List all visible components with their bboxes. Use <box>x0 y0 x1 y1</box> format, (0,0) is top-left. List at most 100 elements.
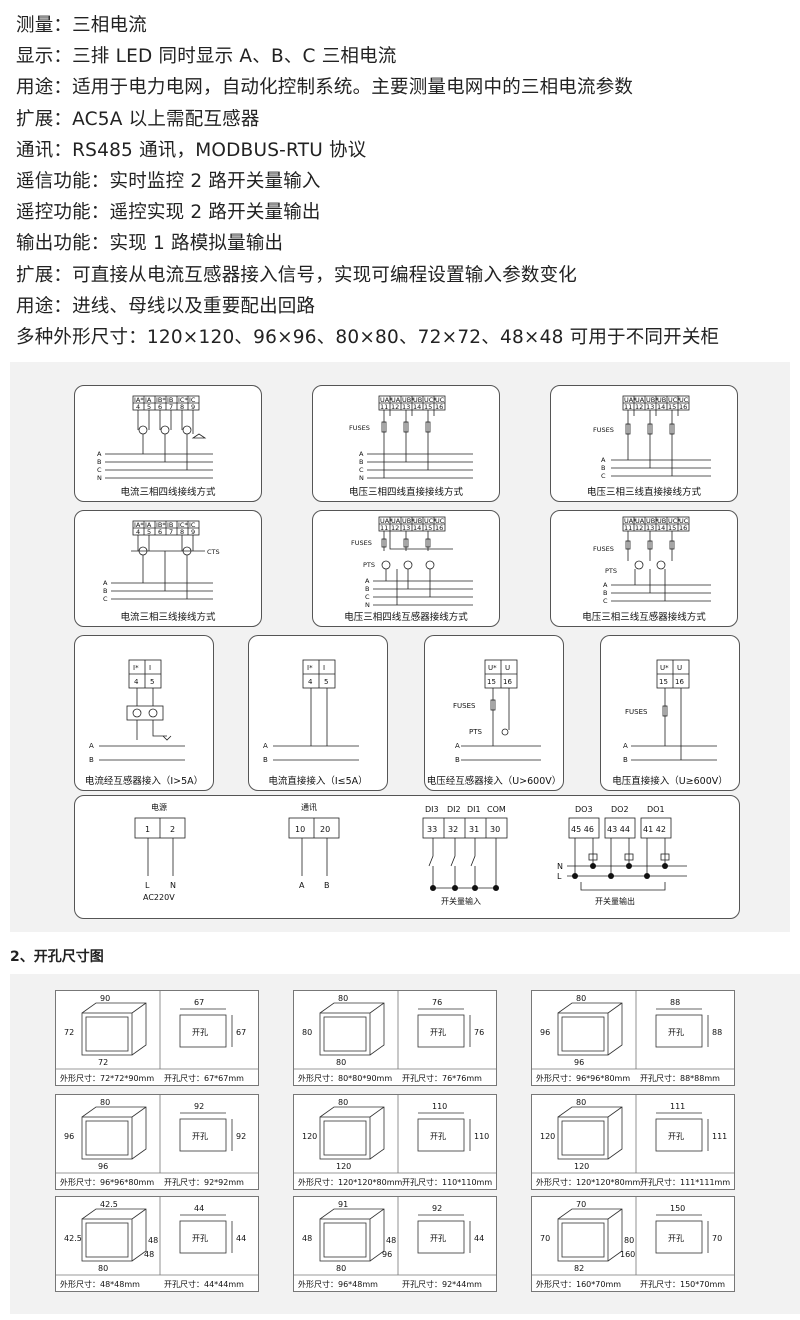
card-caption: 电流三相三线接线方式 <box>120 612 216 623</box>
card-caption: 电压三相三线直接接线方式 <box>586 487 701 498</box>
phase-label: A <box>89 742 94 750</box>
phase-label: B <box>263 756 268 764</box>
di-head: DI2 <box>447 805 461 814</box>
fuses-label: FUSES <box>349 424 370 432</box>
terminal-num: 4 <box>308 678 313 686</box>
terminal-num: 15 <box>668 403 676 411</box>
terminal-num: 15 <box>659 678 668 686</box>
width-label: 82 <box>574 1264 584 1273</box>
spec-line: 测量：三相电流 <box>16 15 147 36</box>
terminal-head: IC* <box>178 396 188 404</box>
extra-dim: 80 <box>624 1236 634 1245</box>
terminal-head: I <box>149 664 151 672</box>
phase-label: A <box>365 577 370 585</box>
terminal-num: 15 <box>424 524 432 532</box>
wiring-card: U* U 15 16 FUSES A B 电压直接接入（U≥600V） <box>600 635 740 791</box>
terminal-head: UB <box>413 517 422 525</box>
cutout-size: 开孔尺寸：88*88mm <box>640 1073 720 1083</box>
width-label: 80 <box>336 1264 346 1273</box>
terminal-head: UB* <box>402 517 415 525</box>
cutout-label: 开孔 <box>430 1132 446 1141</box>
power-term: 1 <box>145 825 150 834</box>
card-caption: 电压直接接入（U≥600V） <box>612 776 728 787</box>
wiring-diagram: UA* UA UB* UB UC* UC 11 12 13 14 15 16 F… <box>351 516 473 609</box>
terminal-head: UB <box>657 517 666 525</box>
extra-dim: 48 <box>144 1250 154 1259</box>
terminal-num: 14 <box>413 403 421 411</box>
wiring-diagram: IA* IA IB* IB IC* IC 4 5 6 7 8 9 CTS A B… <box>103 520 220 603</box>
terminal-head: IB <box>167 521 173 529</box>
cutout-height: 44 <box>474 1234 484 1243</box>
terminal-head: IA <box>145 396 152 404</box>
phase-label: B <box>603 589 607 597</box>
wiring-diagram: IA* IA IB* IB IC* IC 4 5 6 7 8 9 A B C N <box>97 395 213 482</box>
phase-label: B <box>89 756 94 764</box>
card-caption: 电流直接接入（I≤5A） <box>268 776 368 787</box>
pts-label: PTS <box>605 567 617 575</box>
terminal-head: UA <box>391 396 401 404</box>
phase-label: B <box>455 756 460 764</box>
phase-label: B <box>365 585 369 593</box>
overall-size: 外形尺寸：96*96*80mm <box>536 1073 630 1083</box>
cutout-height: 76 <box>474 1028 484 1037</box>
terminal-num: 9 <box>191 403 195 411</box>
phase-label: B <box>359 458 363 466</box>
phase-label: B <box>623 756 628 764</box>
section-title: 2、开孔尺寸图 <box>10 949 104 965</box>
terminal-head: UB* <box>646 517 659 525</box>
overall-size: 外形尺寸：96*48mm <box>298 1279 378 1289</box>
cutout-label: 开孔 <box>430 1234 446 1243</box>
overall-size: 外形尺寸：72*72*90mm <box>60 1073 154 1083</box>
depth-label: 90 <box>100 994 110 1003</box>
pts-label: PTS <box>469 728 482 736</box>
terminal-head: IA <box>145 521 152 529</box>
cutout-height: 67 <box>236 1028 246 1037</box>
card-caption: 电压三相四线直接接线方式 <box>348 487 463 498</box>
terminal-head: U* <box>660 664 669 672</box>
spec-line: 用途：进线、母线以及重要配出回路 <box>16 295 316 317</box>
terminal-head: UA* <box>624 517 637 525</box>
cutout-height: 70 <box>712 1234 722 1243</box>
height-label: 42.5 <box>64 1234 82 1243</box>
cutout-size: 开孔尺寸：92*44mm <box>402 1279 482 1289</box>
terminal-head: UA* <box>380 396 393 404</box>
cutout-height: 110 <box>474 1132 489 1141</box>
phase-label: A <box>603 581 608 589</box>
cutout-width: 92 <box>432 1204 442 1213</box>
depth-label: 80 <box>100 1098 110 1107</box>
wiring-card: UA* UA UB* UB UC* UC 11 12 13 14 15 16 F… <box>312 510 500 627</box>
fuses-label: FUSES <box>625 708 648 716</box>
terminal-num: 16 <box>435 403 443 411</box>
di-head: DI1 <box>467 805 481 814</box>
depth-label: 80 <box>338 994 348 1003</box>
terminal-head: UC* <box>424 396 437 404</box>
card-caption: 电压经互感器接入（U>600V） <box>426 776 562 787</box>
cutout-size: 开孔尺寸：67*67mm <box>164 1073 244 1083</box>
terminal-head: I <box>323 664 325 672</box>
cutout-height: 92 <box>236 1132 246 1141</box>
phase-label: A <box>103 579 108 587</box>
terminal-num: 13 <box>646 403 654 411</box>
fuses-label: FUSES <box>351 539 372 547</box>
comm-line: A <box>299 881 305 890</box>
terminal-num: 16 <box>679 403 687 411</box>
card-caption: 电压三相三线互感器接线方式 <box>582 612 706 623</box>
wiring-diagram: U* U 15 16 FUSES A B <box>623 659 717 764</box>
phase-label: C <box>359 466 364 474</box>
overall-size: 外形尺寸：120*120*80mm <box>298 1177 403 1187</box>
cutout-height: 44 <box>236 1234 246 1243</box>
di-term: 31 <box>469 825 479 834</box>
do-head: DO3 <box>575 805 593 814</box>
di-term: 32 <box>448 825 458 834</box>
terminal-head: I* <box>133 664 139 672</box>
extra-dim: 96 <box>382 1250 392 1259</box>
terminal-head: I* <box>307 664 313 672</box>
do-term: 45 46 <box>571 825 594 834</box>
spec-line: 扩展：AC5A 以上需配互感器 <box>16 108 260 130</box>
phase-label: A <box>359 450 364 458</box>
terminal-head: UC* <box>668 396 681 404</box>
wiring-card: I* I 4 5 A B 电流直接接入（I≤5A） <box>248 635 388 791</box>
